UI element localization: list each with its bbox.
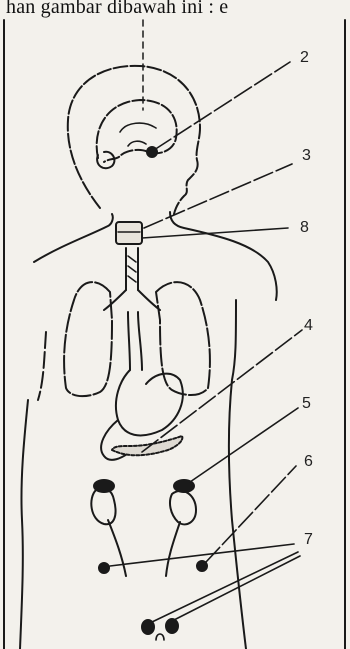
label-8: 8 — [300, 219, 309, 236]
penis-outline — [156, 634, 164, 640]
right-kidney — [170, 491, 196, 524]
brain-fold — [120, 123, 156, 132]
right-shoulder — [170, 212, 277, 300]
label-6: 6 — [304, 453, 313, 470]
right-lung — [156, 282, 210, 395]
left-shoulder — [34, 214, 113, 262]
right-testis — [166, 619, 178, 633]
bronchi — [104, 290, 160, 310]
left-body-side — [20, 400, 28, 649]
leader-4 — [142, 330, 302, 452]
head-outline — [68, 66, 200, 214]
leader-5 — [190, 408, 298, 482]
leader-7b — [152, 552, 298, 622]
label-5: 5 — [302, 395, 311, 412]
esophagus — [128, 312, 142, 370]
leader-2 — [154, 62, 290, 150]
left-adrenal-gland — [94, 480, 114, 492]
label-4: 4 — [304, 317, 313, 334]
trachea-rings — [128, 256, 136, 282]
brain-inner-fold — [128, 141, 146, 146]
left-ovary — [99, 563, 109, 573]
label-7: 7 — [304, 531, 313, 548]
label-3: 3 — [302, 147, 311, 164]
left-torso-line — [38, 332, 46, 400]
left-kidney — [91, 488, 115, 525]
left-lung — [64, 282, 112, 396]
leader-3 — [144, 164, 292, 228]
right-body-side — [229, 300, 246, 649]
thyroid-gland — [116, 222, 142, 244]
ureters — [108, 520, 180, 576]
stomach — [116, 370, 183, 435]
leader-6 — [206, 466, 296, 562]
pancreas — [112, 436, 182, 455]
label-2: 2 — [300, 49, 309, 66]
